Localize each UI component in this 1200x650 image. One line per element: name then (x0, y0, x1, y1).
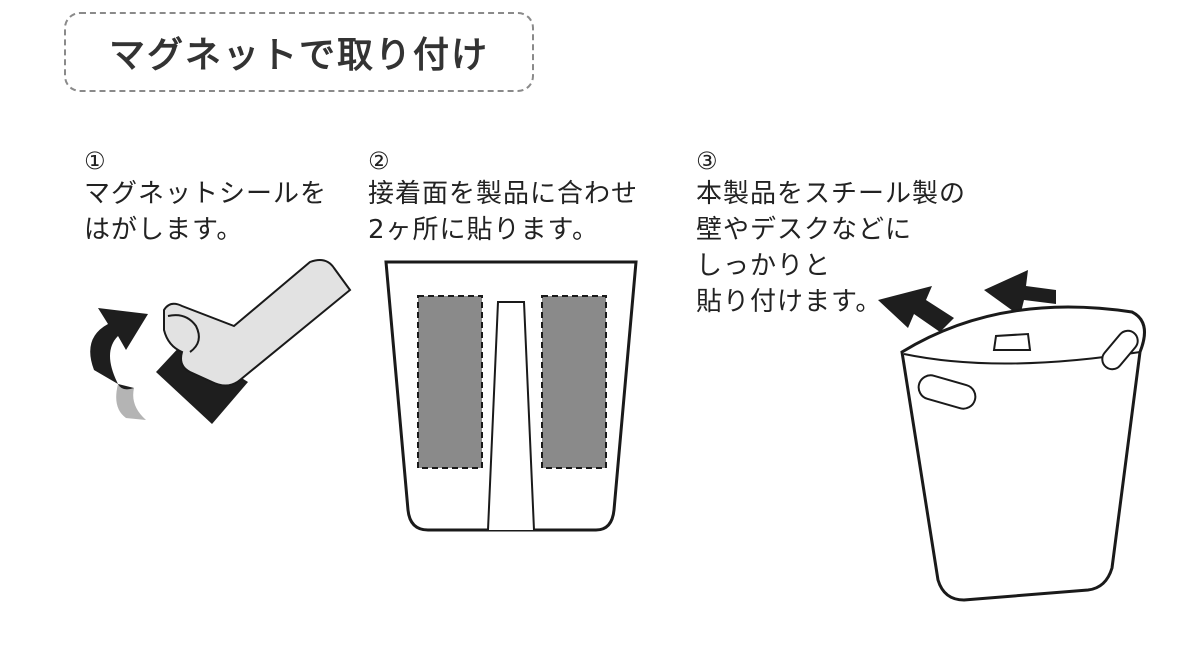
title-box: マグネットで取り付け (64, 12, 534, 92)
bin-handle-left (917, 374, 977, 410)
step-3-caption: ③ 本製品をスチール製の 壁やデスクなどに しっかりと 貼り付けます。 (696, 146, 966, 320)
bin-wall-clip (992, 332, 1032, 351)
step-3-line-3: しっかりと (696, 251, 832, 281)
attach-arrow-left (878, 286, 954, 332)
step-1-caption: ① マグネットシールを はがします。 (84, 146, 327, 248)
step-3-line-1: 本製品をスチール製の (696, 179, 967, 209)
step-3-line-2: 壁やデスクなどに (696, 215, 913, 245)
magnet-sheet (156, 342, 248, 424)
step-3-line-4: 貼り付けます。 (696, 287, 883, 317)
step-1-line-2: はがします。 (84, 215, 244, 245)
step-1-line-1: マグネットシールを (84, 179, 328, 209)
step-2-number: ② (368, 147, 390, 175)
step-2-line-2: 2ヶ所に貼ります。 (368, 215, 599, 245)
release-liner (163, 259, 352, 387)
step-3-illustration (878, 270, 1146, 602)
peel-arrow-tail (116, 384, 146, 420)
step-1-number: ① (84, 147, 106, 175)
adhesive-pad-right (541, 295, 607, 469)
step-2-line-1: 接着面を製品に合わせ (368, 179, 639, 209)
step-1-illustration (90, 259, 352, 424)
step-2-illustration (384, 260, 638, 532)
adhesive-pad-left (417, 295, 483, 469)
step-2-caption: ② 接着面を製品に合わせ 2ヶ所に貼ります。 (368, 146, 638, 248)
step-3-number: ③ (696, 147, 718, 175)
bin-handle-right (1101, 329, 1139, 371)
attach-arrow-right (984, 270, 1056, 316)
release-liner-curl (167, 314, 200, 353)
title-text: マグネットで取り付け (108, 35, 489, 76)
bin-body (900, 305, 1146, 602)
peel-arrow-body (90, 308, 148, 390)
center-slot (487, 301, 535, 531)
